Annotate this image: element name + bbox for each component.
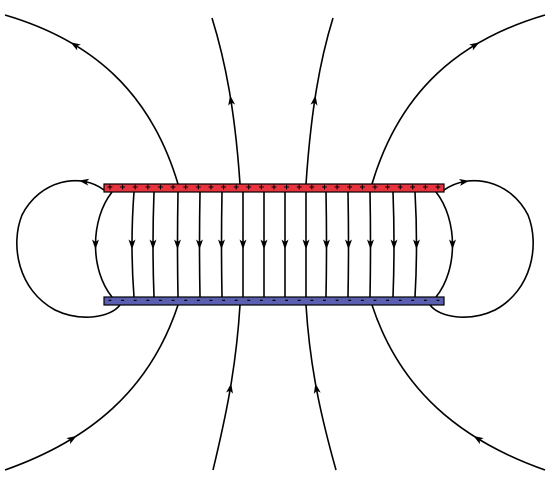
plus-sign: + — [334, 183, 340, 193]
arrowhead-icon — [302, 239, 310, 250]
minus-sign: - — [309, 296, 314, 306]
arrowhead-icon — [78, 178, 90, 186]
minus-sign: - — [271, 296, 276, 306]
arrowhead-icon — [66, 435, 77, 445]
plus-sign: + — [133, 183, 139, 193]
plus-sign: + — [183, 183, 189, 193]
arrowhead-icon — [323, 239, 331, 250]
plus-sign: + — [259, 183, 265, 193]
minus-sign: - — [372, 296, 377, 306]
field-lines — [4, 14, 546, 471]
minus-sign: - — [334, 296, 339, 306]
plus-sign: + — [309, 183, 315, 193]
arrowhead-icon — [413, 239, 421, 250]
plus-sign: + — [397, 183, 403, 193]
arrowhead-icon — [345, 239, 353, 250]
arrowhead-icon — [228, 95, 236, 106]
arrowhead-icon — [195, 239, 203, 250]
field-line — [305, 304, 337, 471]
plus-sign: + — [233, 183, 239, 193]
minus-sign: - — [435, 296, 440, 306]
positive-plate-signs: + + + + + + + + + + + + + + + + + + + + + + + + + + + — [107, 183, 441, 193]
plus-sign: + — [385, 183, 391, 193]
minus-sign: - — [423, 296, 428, 306]
field-line — [371, 304, 546, 471]
plus-sign: + — [107, 183, 113, 193]
plus-sign: + — [347, 183, 353, 193]
arrowhead-icon — [313, 383, 321, 394]
plus-sign: + — [158, 183, 164, 193]
plus-sign: + — [196, 183, 202, 193]
positive-plate — [103, 183, 445, 193]
minus-sign: - — [259, 296, 264, 306]
minus-sign: - — [410, 296, 415, 306]
field-line — [4, 304, 179, 471]
minus-sign: - — [158, 296, 163, 306]
minus-sign: - — [145, 296, 150, 306]
negative-plate — [103, 296, 445, 306]
arrowhead-icon — [128, 239, 136, 250]
arrowhead-icon — [173, 239, 181, 250]
plus-sign: + — [284, 183, 290, 193]
plus-sign: + — [120, 183, 126, 193]
field-line — [211, 17, 241, 185]
field-line — [94, 191, 113, 298]
plus-sign: + — [145, 183, 151, 193]
plus-sign: + — [221, 183, 227, 193]
field-line — [305, 17, 334, 185]
arrowhead-icon — [149, 239, 157, 250]
plus-sign: + — [435, 183, 441, 193]
minus-sign: - — [120, 296, 125, 306]
field-line — [4, 14, 179, 185]
arrowhead-icon — [310, 95, 318, 106]
plus-sign: + — [372, 183, 378, 193]
arrowhead-icon — [217, 239, 225, 250]
arrowhead-icon — [473, 435, 484, 445]
minus-sign: - — [208, 296, 213, 306]
minus-sign: - — [233, 296, 238, 306]
arrowhead-icon — [281, 239, 289, 250]
arrowhead-icon — [458, 178, 470, 186]
arrowhead-icon — [390, 239, 398, 250]
arrowhead-icon — [226, 383, 233, 394]
minus-sign: - — [246, 296, 251, 306]
minus-sign: - — [360, 296, 365, 306]
arrowhead-icon — [70, 42, 81, 51]
plus-sign: + — [246, 183, 252, 193]
arrowhead-icon — [91, 239, 99, 250]
plus-sign: + — [170, 183, 176, 193]
plus-sign: + — [297, 183, 303, 193]
arrowhead-icon — [239, 239, 247, 250]
plus-sign: + — [322, 183, 328, 193]
minus-sign: - — [107, 296, 112, 306]
minus-sign: - — [322, 296, 327, 306]
plus-sign: + — [271, 183, 277, 193]
minus-sign: - — [297, 296, 302, 306]
arrowhead-icon — [260, 239, 268, 250]
minus-sign: - — [284, 296, 289, 306]
field-line — [435, 191, 454, 298]
field-line — [212, 304, 241, 471]
plus-sign: + — [360, 183, 366, 193]
minus-sign: - — [397, 296, 402, 306]
minus-sign: - — [347, 296, 352, 306]
minus-sign: - — [221, 296, 226, 306]
minus-sign: - — [385, 296, 390, 306]
negative-plate-signs: --------------------------- — [107, 296, 440, 306]
plus-sign: + — [423, 183, 429, 193]
minus-sign: - — [170, 296, 175, 306]
arrowhead-icon — [469, 42, 480, 51]
arrowhead-icon — [449, 239, 457, 250]
field-line — [16, 179, 121, 318]
field-line — [429, 179, 534, 318]
arrowhead-icon — [367, 239, 375, 250]
plus-sign: + — [208, 183, 214, 193]
minus-sign: - — [196, 296, 201, 306]
minus-sign: - — [133, 296, 138, 306]
field-line — [371, 14, 546, 185]
plus-sign: + — [410, 183, 416, 193]
minus-sign: - — [183, 296, 188, 306]
